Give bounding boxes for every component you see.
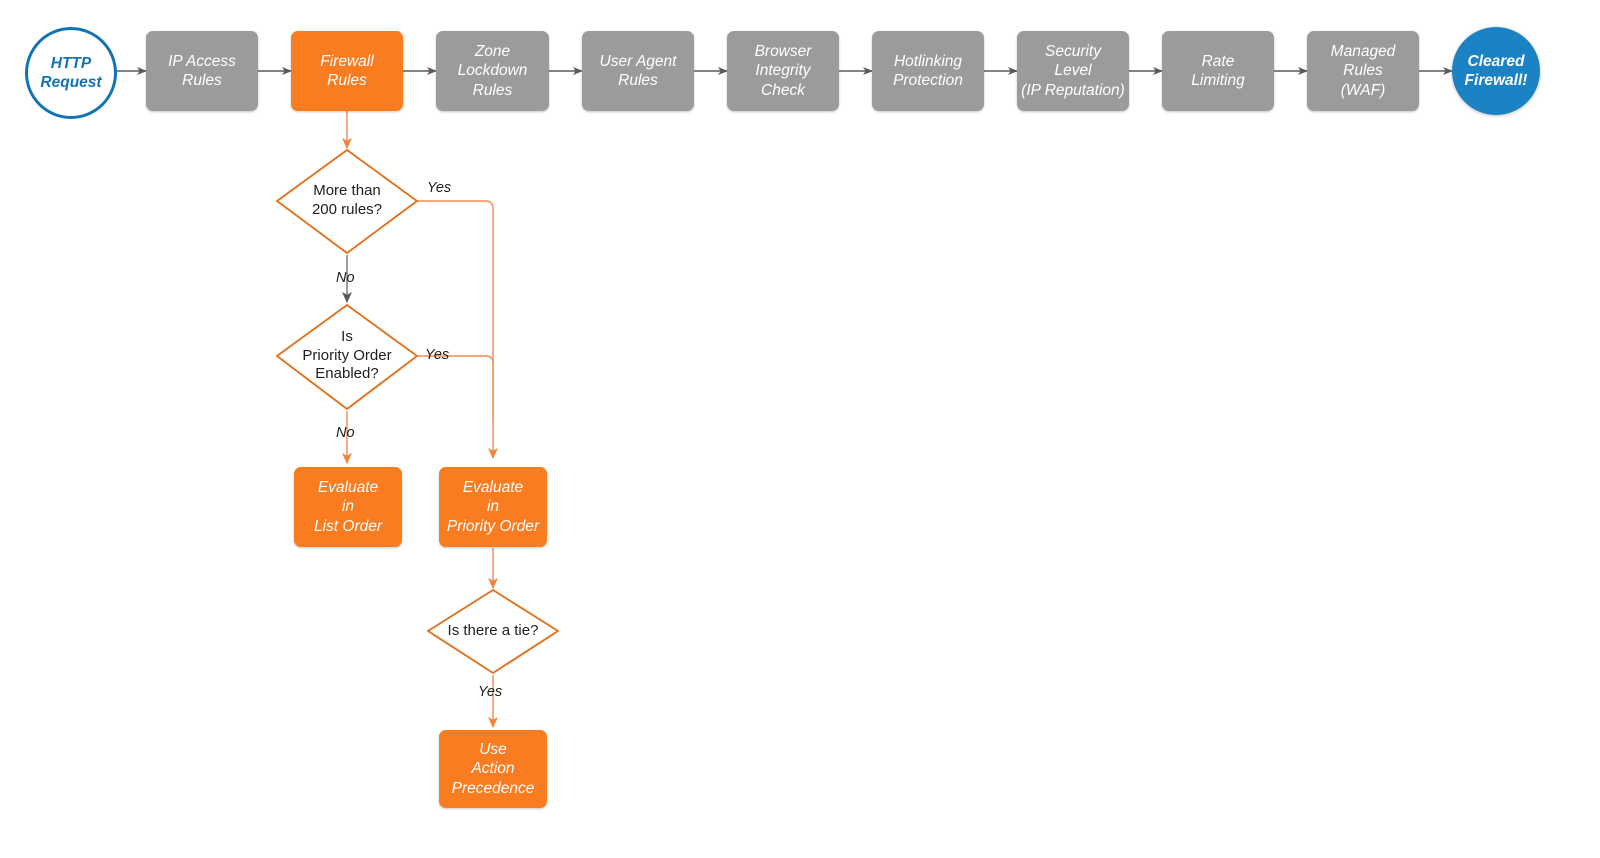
node-ip-access-rules-label: IP Access Rules [168,52,236,89]
node-managed-rules-waf[interactable]: Managed Rules (WAF) [1307,31,1419,111]
node-hotlinking-protection[interactable]: Hotlinking Protection [872,31,984,111]
edge-label-tie-yes-text: Yes [478,684,503,700]
decision-more-than-200-rules [276,149,418,254]
edge-label-priority-order-yes-text: Yes [425,347,450,363]
decision-is-priority-order-enabled [276,304,418,410]
edge-label-priority-order-no-text: No [336,425,355,441]
edge-label-more-than-200-no: No [336,270,355,286]
node-user-agent-rules[interactable]: User Agent Rules [582,31,694,111]
edge-label-more-than-200-no-text: No [336,270,355,286]
node-zone-lockdown-rules-label: Zone Lockdown Rules [457,42,528,99]
node-zone-lockdown-rules[interactable]: Zone Lockdown Rules [436,31,549,111]
node-security-level[interactable]: Security Level (IP Reputation) [1017,31,1129,111]
node-user-agent-rules-label: User Agent Rules [599,52,677,89]
node-browser-integrity-check-label: Browser Integrity Check [754,42,812,99]
decision-shapes [276,149,559,674]
node-use-action-precedence-label: Use Action Precedence [451,740,535,797]
branch-connectors [342,111,498,728]
edge-label-priority-order-yes: Yes [425,347,449,363]
node-managed-rules-waf-label: Managed Rules (WAF) [1330,42,1396,99]
edge-label-priority-order-no: No [336,425,355,441]
node-evaluate-in-list-order-label: Evaluate in List Order [313,478,383,535]
node-use-action-precedence[interactable]: Use Action Precedence [439,730,547,808]
node-evaluate-in-priority-order-label: Evaluate in Priority Order [446,478,540,535]
node-security-level-label: Security Level (IP Reputation) [1021,42,1125,99]
node-firewall-rules-label: Firewall Rules [320,52,374,89]
node-evaluate-in-priority-order[interactable]: Evaluate in Priority Order [439,467,547,547]
node-cleared-firewall-label: Cleared Firewall! [1464,52,1528,89]
edge-label-more-than-200-yes-text: Yes [427,180,452,196]
node-firewall-rules[interactable]: Firewall Rules [291,31,403,111]
node-http-request-label: HTTP Request [40,54,102,91]
edge-label-more-than-200-yes: Yes [427,180,451,196]
edge-decision200-yes [417,200,498,459]
node-rate-limiting-label: Rate Limiting [1191,52,1245,89]
node-http-request[interactable]: HTTP Request [25,27,117,119]
node-cleared-firewall[interactable]: Cleared Firewall! [1452,27,1540,115]
edge-priorityorder-yes [417,355,494,420]
edge-label-tie-yes: Yes [478,684,502,700]
node-ip-access-rules[interactable]: IP Access Rules [146,31,258,111]
decision-is-there-a-tie [427,589,559,674]
node-hotlinking-protection-label: Hotlinking Protection [893,52,963,89]
node-browser-integrity-check[interactable]: Browser Integrity Check [727,31,839,111]
node-rate-limiting[interactable]: Rate Limiting [1162,31,1274,111]
node-evaluate-in-list-order[interactable]: Evaluate in List Order [294,467,402,547]
